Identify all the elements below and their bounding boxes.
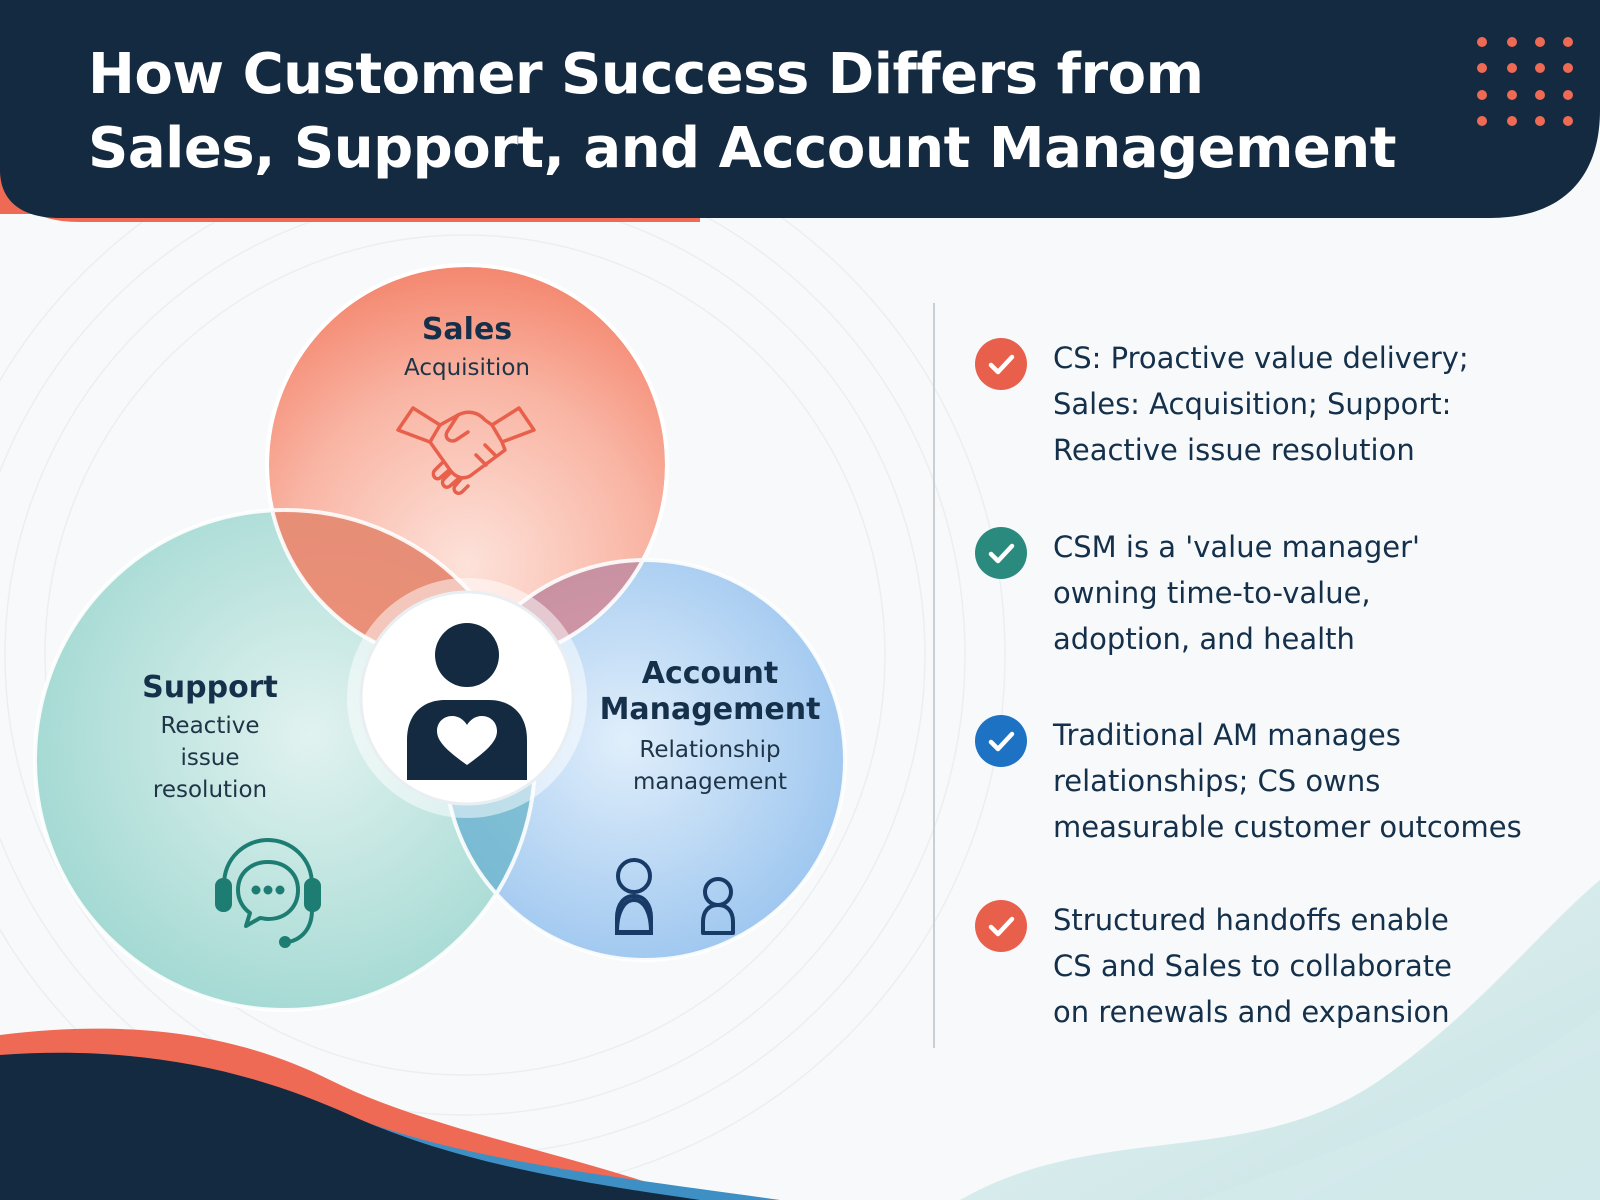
page-title-line-1: How Customer Success Differs from [88,42,1204,107]
venn-label-support: Support Reactive issue resolution [110,670,310,806]
center-badge [347,578,587,818]
key-point-line: measurable customer outcomes [1053,810,1522,844]
key-point-line: Reactive issue resolution [1053,433,1415,467]
vertical-divider [933,303,935,1048]
key-point-line: CS: Proactive value delivery; [1053,341,1469,375]
sales-subtitle: Acquisition [404,355,530,381]
check-icon [975,527,1027,579]
account-management-title-line-1: Account [641,656,779,691]
account-management-subtitle-line-1: Relationship [639,737,781,763]
check-icon [975,900,1027,952]
key-point: CSM is a 'value manager' owning time-to-… [975,524,1535,664]
check-icon [975,715,1027,767]
key-point-text: Structured handoffs enable CS and Sales … [1053,897,1553,1035]
key-point-line: adoption, and health [1053,622,1355,656]
key-point-line: Structured handoffs enable [1053,903,1449,937]
key-point: Traditional AM manages relationships; CS… [975,712,1535,852]
venn-label-account-management: Account Management Relationship manageme… [590,656,830,798]
venn-label-sales: Sales Acquisition [367,312,567,384]
key-point-line: CS and Sales to collaborate [1053,949,1453,983]
header-dot-grid [1477,37,1573,126]
customer-success-person-heart-icon [407,623,527,780]
account-management-subtitle-line-2: management [632,769,788,795]
bottom-right-wave-light [1200,1010,1600,1200]
bottom-left-navy-wave [0,1052,700,1200]
people-icon [615,858,735,935]
key-point-text: CS: Proactive value delivery; Sales: Acq… [1053,335,1553,473]
support-subtitle-line-2: issue [180,745,240,771]
key-point: Structured handoffs enable CS and Sales … [975,897,1535,1037]
key-point-text: CSM is a 'value manager' owning time-to-… [1053,524,1553,662]
headset-chat-icon [215,838,321,948]
sales-title: Sales [421,312,513,347]
key-point: CS: Proactive value delivery; Sales: Acq… [975,335,1535,475]
support-subtitle-line-3: resolution [152,777,268,803]
key-point-line: relationships; CS owns [1053,764,1381,798]
support-title: Support [142,670,278,705]
page-title: How Customer Success Differs from Sales,… [88,38,1418,186]
support-subtitle-line-1: Reactive [160,713,260,739]
key-point-line: CSM is a 'value manager' [1053,530,1420,564]
handshake-icon [396,406,536,496]
key-point-text: Traditional AM manages relationships; CS… [1053,712,1553,850]
page-title-line-2: Sales, Support, and Account Management [88,116,1397,181]
key-point-line: Sales: Acquisition; Support: [1053,387,1452,421]
account-management-title-line-2: Management [599,692,821,727]
header-banner [0,0,1600,218]
key-point-line: Traditional AM manages [1053,718,1401,752]
key-point-line: on renewals and expansion [1053,995,1450,1029]
check-icon [975,338,1027,390]
key-point-line: owning time-to-value, [1053,576,1371,610]
